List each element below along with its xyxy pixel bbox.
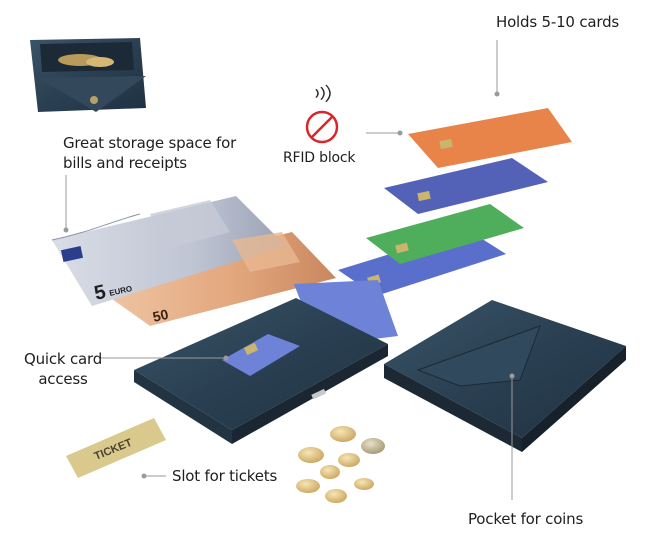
- banknotes: 5 EURO 50: [51, 196, 336, 326]
- label-quick-card-access: Quick card access: [22, 349, 104, 389]
- label-storage-line2: bills and receipts: [63, 154, 187, 172]
- coin-wallet: [384, 300, 626, 452]
- open-wallet-thumbnail: [30, 38, 146, 112]
- label-storage-line1: Great storage space for: [63, 134, 237, 152]
- label-pocket-for-coins: Pocket for coins: [468, 510, 584, 528]
- banknote-50-value: 50: [151, 306, 170, 325]
- card-wallet: [134, 280, 398, 444]
- card-stack: [338, 108, 572, 296]
- label-rfid-block: RFID block: [283, 150, 356, 166]
- banknote-5-value: 5: [92, 281, 108, 305]
- ticket: TICKET: [66, 418, 166, 478]
- label-quick-line2: access: [38, 370, 88, 388]
- rfid-block-icon: [305, 84, 339, 144]
- label-slot-for-tickets: Slot for tickets: [172, 467, 278, 485]
- leader-lines: [63, 40, 515, 500]
- label-storage: Great storage space for bills and receip…: [63, 133, 253, 173]
- coins: [296, 426, 385, 503]
- label-holds-cards: Holds 5-10 cards: [496, 13, 620, 31]
- label-quick-line1: Quick card: [23, 350, 103, 368]
